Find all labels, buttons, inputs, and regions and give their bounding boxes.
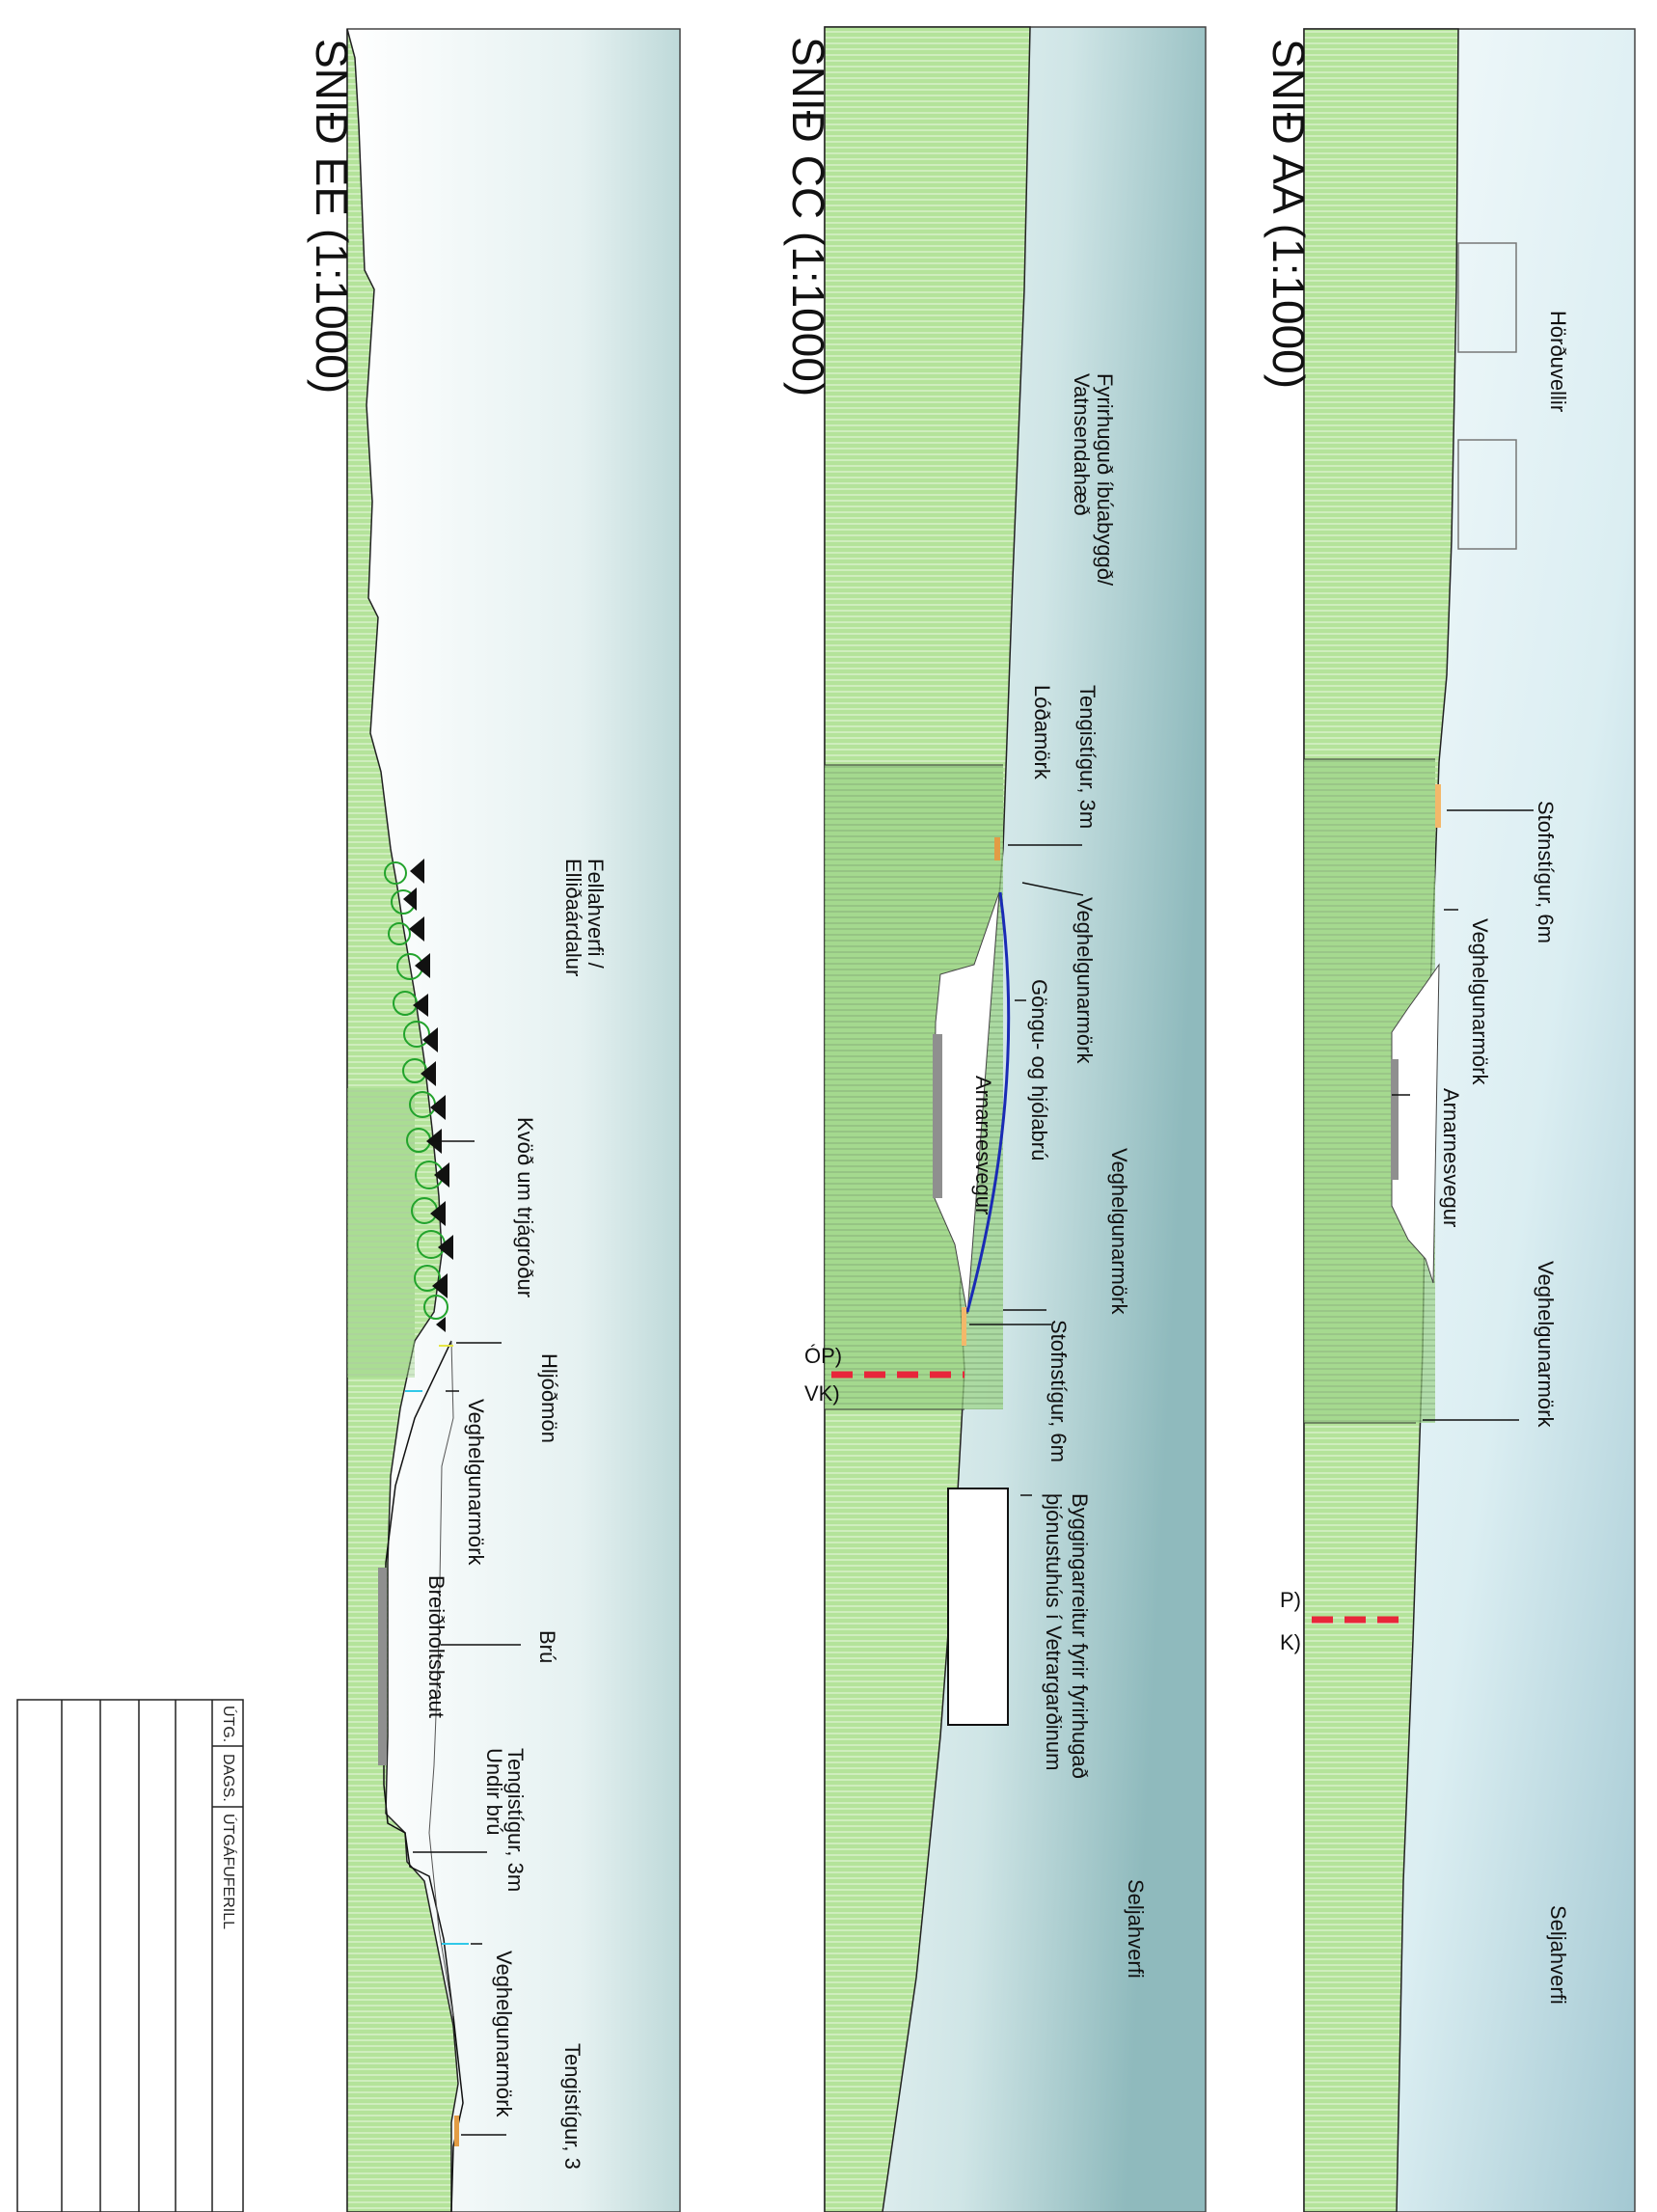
label-veghelgun-ee-1: Veghelgunarmörk — [464, 1399, 488, 1566]
label-hordavellir: Hörðuvellir — [1546, 311, 1570, 412]
label-vk: VK) — [804, 1381, 840, 1406]
section-cc-title: SNIÐ CC (1:1000) — [783, 37, 833, 396]
revision-table: ÚTG. DAGS. ÚTGÁFUFERILL — [16, 1699, 244, 2212]
tree-band-ee — [384, 859, 453, 1332]
label-k: K) — [1280, 1630, 1301, 1654]
revision-col-ferill: ÚTGÁFUFERILL — [220, 1814, 238, 1929]
label-byggingarreitur-1: Byggingarreitur fyrir fyrirhugað — [1068, 1493, 1092, 1779]
bridge-cc — [965, 891, 1011, 1313]
label-p: P) — [1280, 1588, 1301, 1612]
building-aa-1 — [1457, 242, 1517, 353]
section-ee-title: SNIÐ EE (1:1000) — [307, 39, 357, 394]
path-marker-ee — [454, 2116, 459, 2146]
label-fyrirhugud-1: Fyrirhuguð íbúabyggð/ — [1093, 373, 1117, 587]
label-veghelgun-cc-2: Veghelgunarmörk — [1107, 1148, 1131, 1315]
label-tengistigur-ee-2: Tengistígur, 3 — [560, 2043, 584, 2170]
label-tengistigur-ee-1: Tengistígur, 3m — [503, 1748, 528, 1892]
label-stofnstigur-cc: Stofnstígur, 6m — [1046, 1320, 1071, 1462]
path-marker-aa — [1435, 784, 1441, 828]
revision-col-utg: ÚTG. — [220, 1706, 238, 1742]
label-seljahverfi-cc: Seljahverfi — [1124, 1879, 1148, 1979]
road-surface-ee — [378, 1568, 387, 1765]
label-gongubru: Göngu- og hjólabrú — [1027, 979, 1051, 1161]
label-arnarnesvegur-cc: Arnarnesvegur — [971, 1076, 995, 1215]
label-lodamork: Lóðamörk — [1030, 685, 1054, 780]
cut-zone-ee — [347, 1088, 415, 1378]
label-veghelgun-aa-2: Veghelgunarmörk — [1534, 1261, 1558, 1428]
road-cut-aa — [1391, 963, 1440, 1284]
revision-col-dags: DAGS. — [220, 1754, 236, 1802]
road-surface-aa — [1391, 1059, 1399, 1180]
label-arnarnesvegur-aa: Arnarnesvegur — [1439, 1088, 1463, 1227]
section-cc: SNIÐ CC (1:1000) Fyrirhuguð íbúabyggð/ V… — [783, 26, 1207, 2212]
label-veghelgun-cc-1: Veghelgunarmörk — [1073, 897, 1097, 1064]
section-aa-title: SNIÐ AA (1:1000) — [1263, 39, 1314, 389]
label-hljodmon: Hljóðmön — [537, 1353, 561, 1443]
label-stofnstigur-aa: Stofnstígur, 6m — [1534, 801, 1558, 943]
section-ee: SNIÐ EE (1:1000) Fellahverfi / Elliðaárd… — [307, 28, 681, 2212]
label-veghelgun-ee-2: Veghelgunarmörk — [492, 1951, 516, 2117]
label-op: ÓP) — [804, 1344, 842, 1368]
label-bru: Brú — [535, 1630, 559, 1663]
label-byggingarreitur-2: þjónustuhús í Vetrargarðinum — [1042, 1493, 1066, 1770]
road-surface-cc — [933, 1034, 942, 1198]
label-seljahverfi-aa: Seljahverfi — [1546, 1905, 1570, 2005]
path-marker-cc-1 — [994, 837, 1000, 860]
label-tengistigur-cc: Tengistígur, 3m — [1075, 685, 1100, 829]
label-veghelgun-aa-1: Veghelgunarmörk — [1468, 918, 1492, 1085]
label-breidholtsbraut: Breiðholtsbraut — [424, 1575, 448, 1718]
building-aa-2 — [1457, 439, 1517, 550]
label-kvod: Kvöð um trjágróður — [513, 1117, 537, 1297]
path-marker-cc-2 — [962, 1307, 966, 1346]
label-undir-bru: Undir brú — [482, 1748, 506, 1835]
label-fellahverfi-2: Elliðaárdalur — [561, 859, 585, 976]
label-fyrirhugud-2: Vatnsendahæð — [1070, 373, 1094, 516]
label-fellahverfi-1: Fellahverfi / — [584, 859, 608, 969]
section-aa: SNIÐ AA (1:1000) Hörðuvellir Stofnstígur… — [1263, 28, 1636, 2212]
building-zone-cc — [947, 1488, 1009, 1726]
